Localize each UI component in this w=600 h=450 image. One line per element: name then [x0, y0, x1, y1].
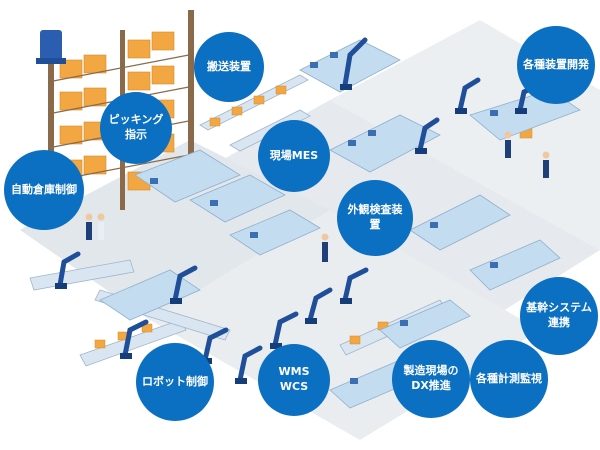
label-bubble-core-system-integration: 基幹システム 連携: [520, 277, 598, 355]
label-bubble-equipment-development: 各種装置開発: [517, 26, 595, 104]
robot-arms: [57, 37, 539, 383]
label-bubble-transport-equipment: 搬送装置: [194, 32, 264, 102]
workstation-cells: [99, 39, 581, 409]
label-bubble-robot-control: ロボット制御: [136, 343, 214, 421]
label-bubble-site-mes: 現場MES: [258, 120, 330, 192]
monitor-screens: [150, 52, 498, 384]
label-bubble-picking-instruction: ピッキング 指示: [100, 92, 172, 164]
label-bubble-wms-wcs: WMS WCS: [258, 344, 330, 416]
label-bubble-visual-inspection: 外観検査装置: [337, 180, 413, 256]
label-bubble-manufacturing-dx: 製造現場の DX推進: [392, 340, 470, 418]
workers: [85, 131, 550, 262]
label-bubble-measurement-monitoring: 各種計測監視: [470, 340, 548, 418]
conveyor-crates: [94, 85, 533, 349]
label-bubble-automated-warehouse-control: 自動倉庫制御: [4, 150, 84, 230]
